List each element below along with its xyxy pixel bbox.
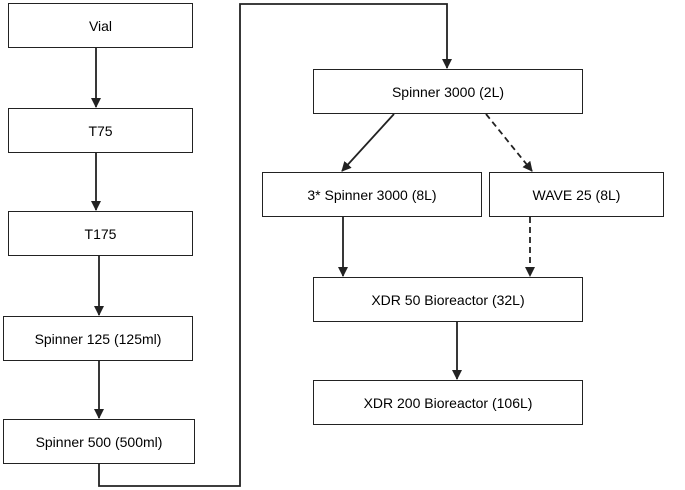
node-3-spinner-3000: 3* Spinner 3000 (8L) xyxy=(262,172,482,217)
edge-spinner500-to-spinner3000 xyxy=(98,3,452,487)
edge-spinner3000-to-3spinner xyxy=(341,113,395,172)
node-spinner-3000: Spinner 3000 (2L) xyxy=(313,69,583,114)
edge-spinner3000-to-wave25 xyxy=(485,113,533,172)
node-vial: Vial xyxy=(8,3,193,48)
node-spinner-125: Spinner 125 (125ml) xyxy=(3,316,193,361)
node-t175: T175 xyxy=(8,211,193,256)
node-spinner-500: Spinner 500 (500ml) xyxy=(3,419,195,464)
node-xdr-200-bioreactor: XDR 200 Bioreactor (106L) xyxy=(313,380,583,425)
node-xdr-50-bioreactor: XDR 50 Bioreactor (32L) xyxy=(313,277,583,322)
node-wave-25: WAVE 25 (8L) xyxy=(489,172,664,217)
node-t75: T75 xyxy=(8,108,193,153)
